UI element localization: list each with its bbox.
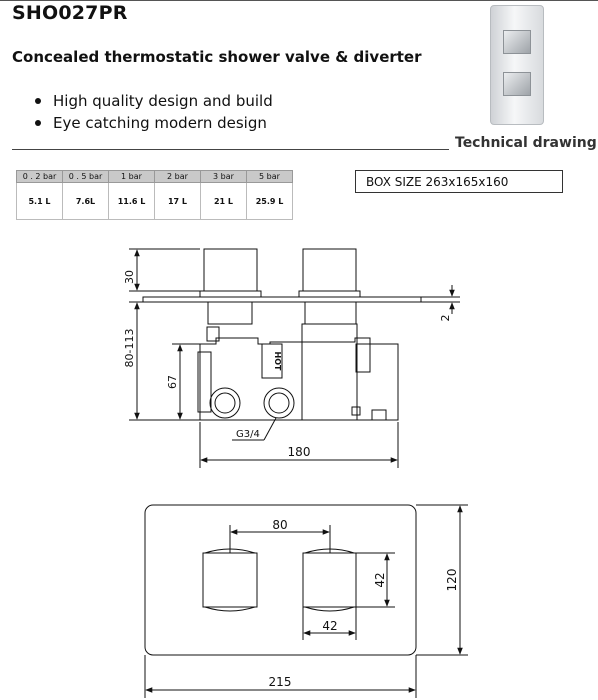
dim-top-label: 30 (123, 270, 136, 284)
feature-item: High quality design and build (33, 90, 273, 112)
section-divider (12, 149, 449, 150)
dim-plate-height-label: 120 (445, 569, 459, 592)
header-rule (0, 0, 598, 1)
dim-handle-height-label: 42 (373, 572, 387, 587)
product-handle-lower (503, 72, 531, 96)
product-title: Concealed thermostatic shower valve & di… (12, 48, 422, 66)
flow-value: 5.1 L (16, 182, 63, 220)
product-image (490, 5, 544, 125)
flow-value: 7.6L (62, 182, 109, 220)
front-view-drawing (144, 504, 468, 698)
dim-center-label: 80 (272, 518, 287, 532)
hot-label: HOT (273, 352, 282, 371)
flow-value: 11.6 L (108, 182, 155, 220)
pressure-header: 5 bar (246, 170, 293, 183)
dim-plate-label: 2 (439, 315, 452, 322)
section-label: Technical drawing (455, 135, 597, 151)
side-view-drawing (129, 248, 460, 468)
dim-handle-width-label: 42 (322, 619, 337, 633)
flow-value: 21 L (200, 182, 247, 220)
pressure-header: 2 bar (154, 170, 201, 183)
flow-value: 17 L (154, 182, 201, 220)
product-code: SHO027PR (12, 2, 128, 24)
dim-body-label: 80-113 (123, 329, 136, 368)
dim-inlet-label: 67 (166, 375, 179, 389)
feature-item: Eye catching modern design (33, 112, 273, 134)
dim-plate-width-label: 215 (269, 675, 292, 689)
flow-value: 25.9 L (246, 182, 293, 220)
product-handle-upper (503, 30, 531, 54)
pressure-header: 1 bar (108, 170, 155, 183)
pressure-header: 0 . 2 bar (16, 170, 63, 183)
feature-list: High quality design and build Eye catchi… (33, 90, 273, 134)
thread-label: G3/4 (236, 429, 260, 440)
dim-width-label: 180 (288, 445, 311, 459)
box-size: BOX SIZE 263x165x160 (355, 170, 563, 193)
flow-rate-table: 0 . 2 bar 0 . 5 bar 1 bar 2 bar 3 bar 5 … (16, 170, 293, 220)
